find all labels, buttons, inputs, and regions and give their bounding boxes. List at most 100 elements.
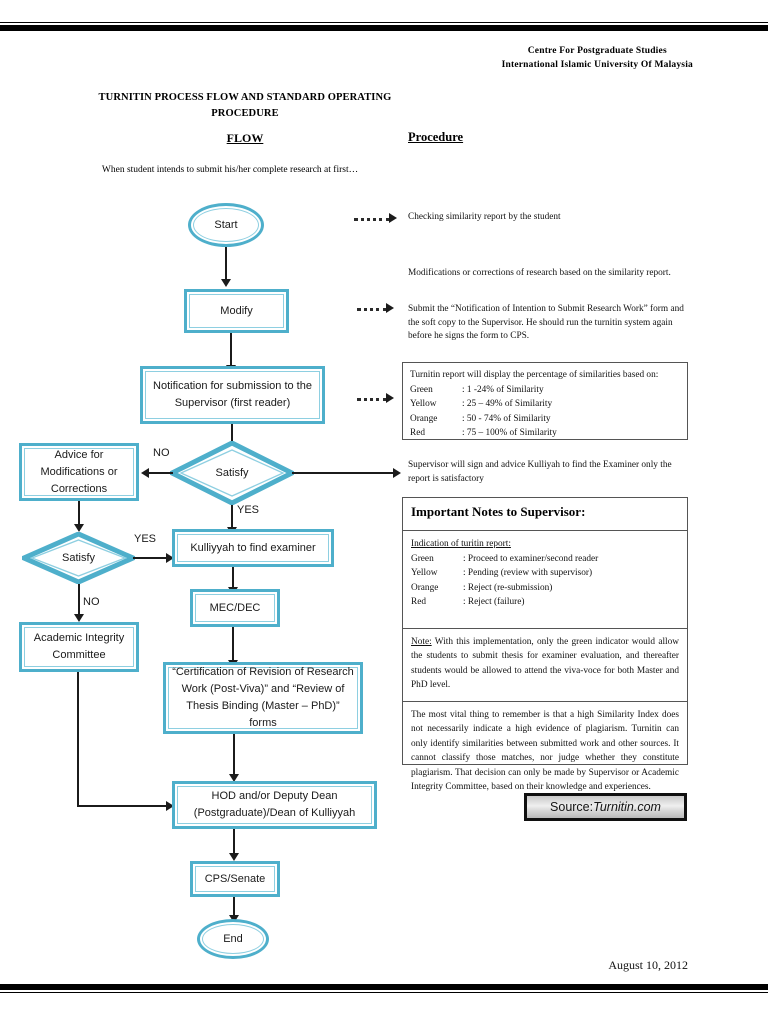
indication-value-yellow: : Pending (review with supervisor) [463,568,593,578]
similarity-intro: Turnitin report will display the percent… [410,370,659,380]
procedure-step-2b: Submit the “Notification of Intention to… [408,304,684,341]
org-line-1: Centre For Postgraduate Studies [527,46,667,56]
indication-value-green: : Proceed to examiner/second reader [463,553,599,564]
connector-kulliyyah-mecdec [232,567,234,589]
indication-row: Green : Proceed to examiner/second reade… [411,552,679,567]
similarity-label-yellow: Yellow [410,399,437,409]
flow-node-certification[interactable]: “Certification of Revision of Research W… [163,662,363,734]
connector-satisfy1-yes [231,505,233,530]
dotted-arrowhead-2 [386,303,394,313]
similarity-label-green: Green [410,384,433,395]
arrowhead-satisfy1-note [393,468,401,478]
flow-node-cps-senate[interactable]: CPS/Senate [190,861,280,897]
flow-node-modify[interactable]: Modify [184,289,289,333]
similarity-row: Red : 75 – 100% of Similarity [410,426,680,441]
similarity-label-orange: Orange [410,413,438,424]
indication-row: Orange : Reject (re-submission) [411,581,679,596]
flow-node-academic-integrity-committee[interactable]: Academic Integrity Committee [19,622,139,672]
similarity-value-green: : 1 -24% of Similarity [462,384,544,395]
flow-node-notification-label: Notification for submission to the Super… [153,380,312,409]
note-body: With this implementation, only the green… [411,636,679,691]
similarity-value-yellow: : 25 – 49% of Similarity [462,399,553,409]
flow-node-satisfy-2[interactable]: Satisfy [22,532,135,584]
footer-date: August 10, 2012 [608,958,688,972]
flow-node-hod-label: HOD and/or Deputy Dean (Postgraduate)/De… [193,790,356,819]
edge-label-satisfy2-yes: YES [134,533,157,545]
indication-label-green: Green [411,553,434,564]
notes-indication-section: Indication of turitin report: Green : Pr… [403,531,687,629]
notes-title: Important Notes to Supervisor: [403,498,687,531]
dotted-arrowhead-1 [389,213,397,223]
procedure-step-2a: Modifications or corrections of research… [408,268,671,278]
flow-node-mecdec[interactable]: MEC/DEC [190,589,280,627]
source-button[interactable]: Source: Turnitin.com [524,793,687,821]
note-label: Note: [411,636,432,647]
connector-cps-end [233,897,235,917]
page-title: TURNITIN PROCESS FLOW AND STANDARD OPERA… [98,92,392,119]
org-line-2: International Islamic University Of Mala… [501,60,693,70]
flow-node-start-label: Start [214,218,238,231]
arrowhead-hod-top [229,774,239,782]
flow-node-modify-label: Modify [220,304,253,317]
edge-label-satisfy1-no: NO [153,447,170,459]
flow-node-hod[interactable]: HOD and/or Deputy Dean (Postgraduate)/De… [172,781,377,829]
indication-label-yellow: Yellow [411,568,438,578]
flow-node-satisfy-1-label: Satisfy [215,467,249,479]
procedure-heading: Procedure [408,130,464,144]
similarity-row: Orange : 50 - 74% of Similarity [410,412,680,427]
organization-header: Centre For Postgraduate Studies Internat… [502,44,693,72]
flow-node-kulliyyah[interactable]: Kulliyyah to find examiner [172,529,334,567]
flow-node-satisfy-1[interactable]: Satisfy [170,441,294,505]
flow-node-start[interactable]: Start [188,203,264,247]
arrowhead-hod-left [166,801,174,811]
bottom-border-rule [0,984,768,993]
procedure-step-1: Checking similarity report by the studen… [408,212,561,222]
arrowhead-aic [74,614,84,622]
flow-node-mecdec-label: MEC/DEC [209,601,261,614]
flow-node-satisfy-2-label: Satisfy [61,552,95,564]
indication-label-red: Red [411,597,426,607]
dotted-connector-2 [357,308,387,311]
arrowhead-cps [229,853,239,861]
flow-node-advice-label: Advice for Modifications or Corrections [40,448,118,495]
arrowhead-advice [141,468,149,478]
notes-green-indicator-section: Note: With this implementation, only the… [403,629,687,702]
flow-node-kulliyyah-label: Kulliyyah to find examiner [190,541,316,554]
source-name: Turnitin.com [593,800,661,814]
similarity-legend-box: Turnitin report will display the percent… [402,362,688,440]
similarity-label-red: Red [410,428,425,438]
similarity-row: Green : 1 -24% of Similarity [410,383,680,398]
flow-heading: FLOW [226,131,264,145]
flow-node-aic-label: Academic Integrity Committee [33,632,125,661]
connector-satisfy2-no [78,584,80,616]
indication-value-red: : Reject (failure) [463,597,525,607]
connector-hod-cps [233,829,235,855]
connector-modify-notification [230,333,232,367]
similarity-value-red: : 75 – 100% of Similarity [462,428,557,438]
notes-indication-title: Indication of turitin report: [411,539,511,549]
connector-mecdec-certification [232,627,234,662]
intro-text: When student intends to submit his/her c… [101,165,359,175]
flow-node-advice[interactable]: Advice for Modifications or Corrections [19,443,139,501]
flow-node-end[interactable]: End [197,919,269,959]
edge-label-satisfy2-no: NO [83,596,100,608]
important-notes-box: Important Notes to Supervisor: Indicatio… [402,497,688,792]
similarity-value-orange: : 50 - 74% of Similarity [462,413,551,424]
connector-advice-satisfy2 [78,501,80,526]
notes-vital-section: The most vital thing to remember is that… [411,709,679,793]
diamond-shape-icon [170,441,294,505]
diamond-shape-icon [22,532,135,584]
similarity-row: Yellow : 25 – 49% of Similarity [410,397,680,412]
arrowhead-satisfy2-yes [166,553,174,563]
top-border-rule [0,22,768,31]
flow-node-notification[interactable]: Notification for submission to the Super… [140,366,325,424]
connector-aic-down [77,672,79,807]
flow-node-cps-label: CPS/Senate [204,872,266,885]
source-prefix: Source: [550,800,594,814]
indication-label-orange: Orange [411,582,439,593]
dotted-connector-3 [357,398,387,401]
connector-notification-satisfy1 [231,424,233,446]
arrowhead-modify [221,279,231,287]
connector-certification-hod [233,734,235,776]
